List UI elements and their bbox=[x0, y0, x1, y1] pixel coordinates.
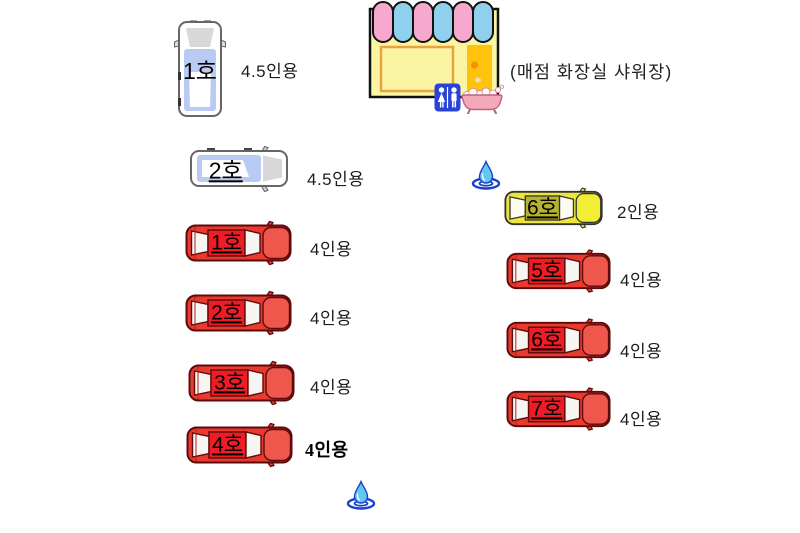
vehicle-van-2: 2호 bbox=[189, 145, 291, 193]
bathtub-icon bbox=[459, 84, 505, 115]
awning bbox=[372, 1, 494, 43]
vehicle-number-label: 1호 bbox=[183, 58, 217, 85]
capacity-label: 4.5인용 bbox=[241, 62, 299, 81]
water-drop-icon bbox=[346, 480, 376, 510]
vehicle-number-label: 7호 bbox=[531, 397, 563, 421]
vehicle-car-right-6: 6호 bbox=[506, 317, 612, 363]
capacity-label: 4인용 bbox=[310, 378, 353, 397]
facility-label: (매점 화장실 샤워장) bbox=[510, 62, 673, 82]
vehicle-number-label: 2호 bbox=[208, 157, 243, 184]
bath-tub bbox=[461, 94, 503, 111]
camper-van-icon bbox=[174, 20, 226, 117]
door bbox=[467, 45, 492, 93]
store-building bbox=[368, 1, 500, 101]
water-drop-icon bbox=[471, 160, 501, 190]
capacity-label: 2인용 bbox=[617, 203, 660, 222]
vehicle-number-label: 3호 bbox=[214, 371, 246, 395]
vehicle-number-label: 2호 bbox=[211, 301, 243, 325]
vehicle-car-left-3: 3호 bbox=[188, 360, 296, 406]
vehicle-car-left-1: 1호 bbox=[185, 220, 293, 266]
vehicle-car-left-4: 4호 bbox=[186, 422, 294, 468]
capacity-label: 4인용 bbox=[620, 271, 663, 290]
capacity-label: 4.5인용 bbox=[307, 170, 365, 189]
capacity-label: 4인용 bbox=[305, 440, 349, 460]
vehicle-car-right-7: 7호 bbox=[506, 386, 612, 432]
restroom-sign-icon bbox=[434, 83, 461, 113]
capacity-label: 4인용 bbox=[620, 410, 663, 429]
capacity-label: 4인용 bbox=[310, 240, 353, 259]
vehicle-car-right-6-yellow: 6호 bbox=[504, 186, 604, 230]
vehicle-number-label: 6호 bbox=[531, 328, 563, 352]
vehicle-car-left-2: 2호 bbox=[185, 290, 293, 336]
capacity-label: 4인용 bbox=[310, 309, 353, 328]
vehicle-car-right-5: 5호 bbox=[506, 248, 612, 294]
vehicle-number-label: 6호 bbox=[527, 196, 558, 220]
capacity-label: 4인용 bbox=[620, 342, 663, 361]
vehicle-van-1: 1호 bbox=[174, 20, 226, 118]
camper-van-icon bbox=[190, 145, 288, 193]
vehicle-number-label: 1호 bbox=[211, 231, 243, 255]
vehicle-number-label: 5호 bbox=[531, 259, 563, 283]
vehicle-number-label: 4호 bbox=[212, 433, 244, 457]
